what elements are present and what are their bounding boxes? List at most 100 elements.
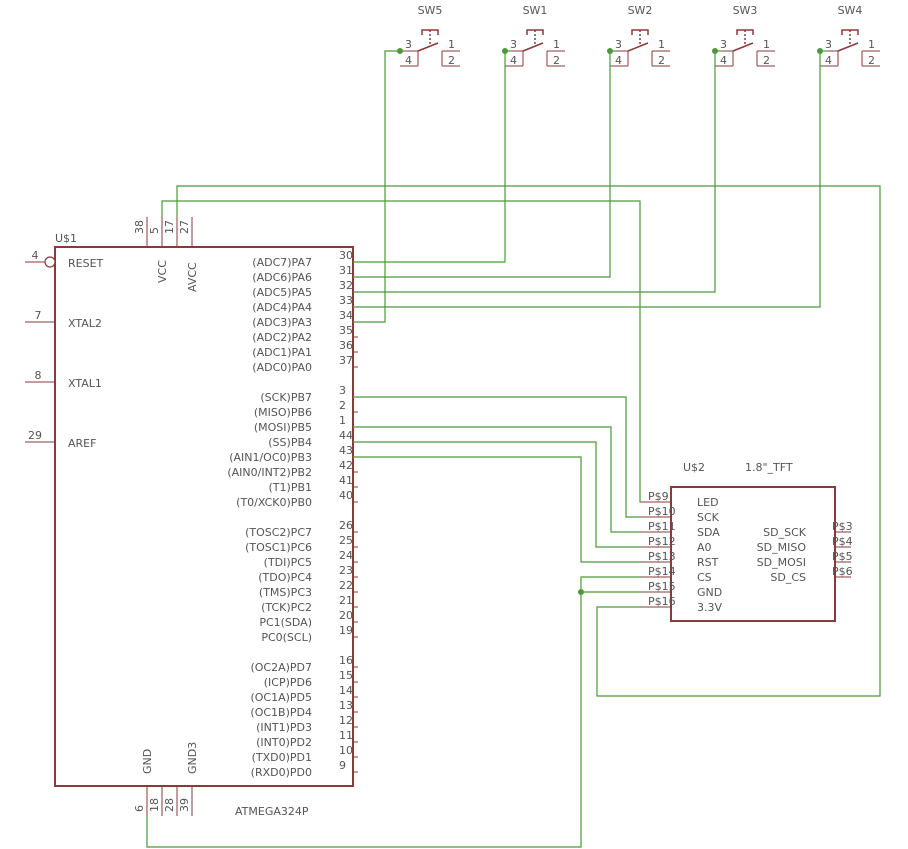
pin-name: (ADC6)PA6 (252, 271, 312, 284)
pin-name: RST (697, 556, 719, 569)
pin-name: (SCK)PB7 (260, 391, 312, 404)
switch-pin-number: 3 (825, 38, 832, 51)
pin-name: (AIN0/INT2)PB2 (227, 466, 312, 479)
pin-number: P$3 (832, 520, 853, 533)
switch-pin-number: 4 (615, 54, 622, 67)
wire-cs-gnd[interactable] (580, 576, 641, 593)
pin-name: SD_SCK (763, 526, 807, 539)
wire-sck[interactable] (353, 396, 641, 518)
pin-name: (TXD0)PD1 (252, 751, 312, 764)
pin-name: SD_MOSI (757, 556, 806, 569)
pin-name: LED (697, 496, 719, 509)
switch-pin-number: 2 (448, 54, 455, 67)
tft-part-label: 1.8"_TFT (745, 461, 793, 474)
pin-number: P$16 (648, 595, 676, 608)
pin-name: A0 (697, 541, 712, 554)
wire-sda[interactable] (353, 426, 641, 533)
pin-number: 31 (339, 264, 353, 277)
wire-pa6-sw2[interactable] (353, 51, 611, 278)
junction-dot (578, 589, 584, 595)
switch-lever (522, 42, 544, 52)
switch-pin-number: 2 (658, 54, 665, 67)
pin-name: SD_CS (770, 571, 806, 584)
wire-pa5-sw3[interactable] (353, 51, 716, 293)
pin-number: 36 (339, 339, 353, 352)
mcu-part-label: ATMEGA324P (235, 805, 309, 818)
pin-number: 37 (339, 354, 353, 367)
pin-number: 8 (35, 369, 42, 382)
pin-name: XTAL1 (68, 377, 102, 390)
pin-number: 39 (178, 798, 191, 812)
pin-number: 21 (339, 594, 353, 607)
pin-name: (OC2A)PD7 (250, 661, 312, 674)
pin-name: (T1)PB1 (269, 481, 312, 494)
switch-pin-number: 4 (720, 54, 727, 67)
pin-name: (TOSC1)PC6 (245, 541, 312, 554)
switch-pin-number: 3 (615, 38, 622, 51)
wire-gnd[interactable] (146, 592, 582, 848)
wire-vcc-3v3[interactable] (176, 185, 881, 697)
wire-a0[interactable] (353, 441, 641, 548)
pin-number: P$15 (648, 580, 676, 593)
wire-pa4-sw4[interactable] (353, 51, 821, 308)
pin-number: 15 (339, 669, 353, 682)
pin-name: (AIN1/OC0)PB3 (229, 451, 312, 464)
pin-number: 29 (28, 429, 42, 442)
pin-number: 27 (178, 220, 191, 234)
pin-name: (ADC7)PA7 (252, 256, 312, 269)
pin-number: 35 (339, 324, 353, 337)
mcu-body[interactable] (54, 246, 354, 787)
pin-number: P$10 (648, 505, 676, 518)
pin-number: 38 (133, 220, 146, 234)
mcu-component[interactable]: U$1 ATMEGA324P 4 RESET 7 XTAL2 8 XTAL1 2… (25, 217, 358, 818)
pin-number: 44 (339, 429, 353, 442)
pin-number: 32 (339, 279, 353, 292)
switch-pin-number: 4 (825, 54, 832, 67)
switch-pin-number: 3 (405, 38, 412, 51)
pin-number: 24 (339, 549, 353, 562)
pin-number: P$5 (832, 550, 853, 563)
pin-number: P$14 (648, 565, 676, 578)
pin-name: (ADC2)PA2 (252, 331, 312, 344)
switch-ref-label: SW3 (733, 4, 758, 17)
switch-pin-number: 1 (448, 38, 455, 51)
wire-pa7-sw1[interactable] (353, 51, 506, 263)
pin-name: PC1(SDA) (259, 616, 312, 629)
wire-led[interactable] (161, 200, 641, 503)
pin-number: 19 (339, 624, 353, 637)
pin-name: (TDO)PC4 (258, 571, 312, 584)
pin-number: 17 (163, 220, 176, 234)
pin-name: RESET (68, 257, 104, 270)
reset-inverter-bubble (44, 256, 56, 268)
switch-pin-number: 4 (510, 54, 517, 67)
pin-number: 4 (32, 249, 39, 262)
switch-pin-number: 3 (510, 38, 517, 51)
pin-number: 41 (339, 474, 353, 487)
pin-name: (OC1A)PD5 (250, 691, 312, 704)
switch-pin-number: 2 (553, 54, 560, 67)
pin-number: 12 (339, 714, 353, 727)
switch-pin-number: 3 (720, 38, 727, 51)
pin-name: (ADC5)PA5 (252, 286, 312, 299)
pin-number: 9 (339, 759, 346, 772)
wire-rst[interactable] (353, 456, 641, 563)
pin-name: SDA (697, 526, 720, 539)
pin-number: 26 (339, 519, 353, 532)
switch-lever (732, 42, 754, 52)
pin-number: 14 (339, 684, 353, 697)
tft-body[interactable] (670, 486, 836, 622)
pin-name: (ADC0)PA0 (252, 361, 312, 374)
pin-name: (RXD0)PD0 (251, 766, 312, 779)
pin-number: 11 (339, 729, 353, 742)
mcu-top-pins: 38 5 17 27 VCC AVCC (133, 217, 199, 292)
pin-name: (ICP)PD6 (264, 676, 312, 689)
pin-name: (TOSC2)PC7 (245, 526, 312, 539)
switch-ref-label: SW2 (628, 4, 653, 17)
tft-ref-label: U$2 (683, 461, 705, 474)
